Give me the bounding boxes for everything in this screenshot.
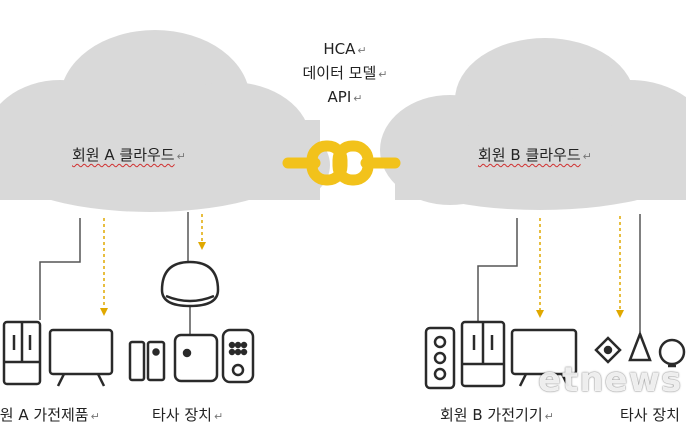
door-sensor-icon <box>128 340 166 382</box>
door-lock-icon <box>221 328 255 384</box>
watermark-logo: etnews <box>538 360 683 400</box>
chain-link-icon <box>282 140 401 186</box>
speaker-icon <box>424 326 456 390</box>
protocol-line-2: 데이터 모델 <box>302 64 377 82</box>
cloud-b-title: 회원 B 클라우드↵ <box>478 144 592 165</box>
member-a-thirdparty-caption: 타사 장치↵ <box>152 404 223 425</box>
paragraph-mark-icon: ↵ <box>353 92 363 105</box>
cloud-b-connections <box>477 214 641 332</box>
cloud-a-label: 회원 A 클라우드 <box>72 146 175 164</box>
paragraph-mark-icon: ↵ <box>90 410 100 423</box>
member-b-thirdparty-caption: 타사 장치 <box>620 404 680 425</box>
tv-icon <box>48 328 114 387</box>
sensor-icon <box>594 336 622 364</box>
member-a-thirdparty-label: 타사 장치 <box>152 406 212 424</box>
water-sensor-icon <box>628 330 652 362</box>
cloud-a-connections <box>39 212 206 335</box>
cloud-b <box>380 38 686 210</box>
paragraph-mark-icon: ↵ <box>544 410 554 423</box>
tv-icon-b <box>510 328 578 387</box>
protocol-label: HCA↵ 데이터 모델↵ API↵ <box>270 38 420 110</box>
hub-icon <box>160 260 220 308</box>
protocol-line-1: HCA <box>323 40 356 58</box>
paragraph-mark-icon: ↵ <box>378 68 388 81</box>
paragraph-mark-icon: ↵ <box>213 410 224 423</box>
bulb-icon <box>658 338 686 368</box>
fridge-icon <box>2 320 42 386</box>
member-b-appliances-caption: 회원 B 가전기기↵ <box>440 404 554 425</box>
cloud-a-title: 회원 A 클라우드↵ <box>72 144 186 165</box>
member-b-thirdparty-label: 타사 장치 <box>620 406 680 424</box>
smart-plug-icon <box>173 333 219 383</box>
paragraph-mark-icon: ↵ <box>582 150 592 163</box>
fridge-icon-b <box>460 320 506 388</box>
cloud-a <box>0 30 330 212</box>
member-a-appliances-label: 회원 A 가전제품 <box>0 406 89 424</box>
paragraph-mark-icon: ↵ <box>357 44 367 57</box>
member-a-appliances-caption: 회원 A 가전제품↵ <box>0 404 100 425</box>
paragraph-mark-icon: ↵ <box>176 150 186 163</box>
member-b-appliances-label: 회원 B 가전기기 <box>440 406 543 424</box>
cloud-b-label: 회원 B 클라우드 <box>478 146 581 164</box>
protocol-line-3: API <box>327 88 352 106</box>
